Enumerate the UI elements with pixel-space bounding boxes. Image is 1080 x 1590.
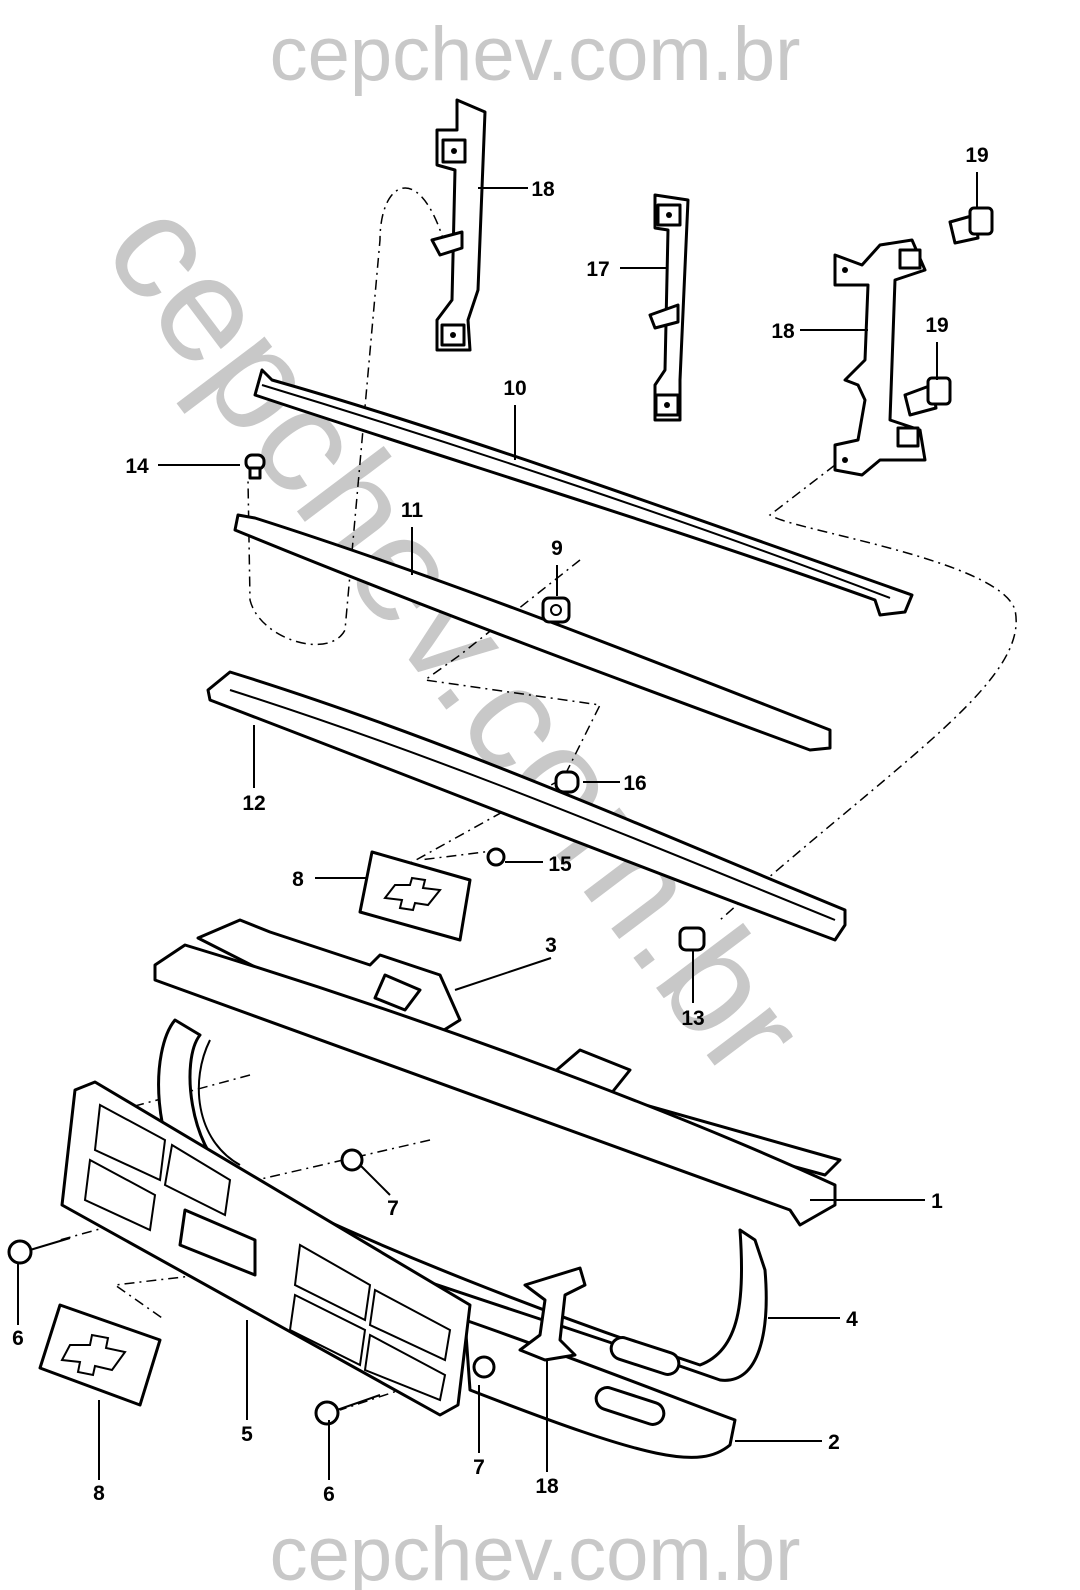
part-number-label: 12 [242,792,265,815]
part-number-label: 8 [292,868,304,891]
clip-7-upper [340,1148,364,1172]
support-11 [233,513,832,752]
part-number-label: 19 [925,314,948,337]
part-number-label: 18 [535,1475,559,1498]
bumper-slot [594,1386,666,1426]
part-number-label: 13 [681,1007,704,1030]
bolt-19-upper [948,206,994,245]
part-number-label: 2 [828,1431,840,1454]
part-number-label: 17 [586,258,609,281]
part-number-label: 14 [125,455,149,478]
part-number-label: 11 [401,499,424,522]
part-number-label: 4 [846,1308,858,1331]
part-number-label: 15 [548,853,572,876]
leader-line [454,957,552,991]
part-number-label: 5 [241,1423,253,1446]
part-number-label: 7 [387,1197,399,1220]
part-number-label: 8 [93,1482,105,1505]
part-number-label: 9 [551,537,563,560]
screw-6-lower [314,1394,381,1426]
nut-15 [486,847,506,867]
part-number-label: 1 [931,1190,943,1213]
grille-5 [60,1080,472,1417]
part-number-label: 3 [545,934,557,957]
bracket-18-upper [430,98,487,352]
bracket-17 [648,193,690,422]
part-number-label: 19 [965,144,988,167]
panel-1 [153,943,837,1227]
part-number-label: 10 [503,377,526,400]
watermark-bottom: cepchev.com.br [270,1512,801,1590]
screw-6-left [7,1237,71,1265]
nut-9 [541,596,571,624]
part-number-label: 18 [531,178,555,201]
part-number-label: 16 [623,772,646,795]
molding-12 [206,670,847,942]
bracket-18-right [833,238,927,477]
part-number-label: 6 [12,1327,24,1350]
part-number-label: 7 [473,1456,485,1479]
emblem-8-upper [358,850,472,942]
bushing-16 [554,770,580,794]
nut-13 [678,926,706,952]
frame-slot [609,1336,681,1376]
bolt-19-lower [903,376,952,417]
clip-14 [244,453,266,480]
leader-line [359,1164,391,1196]
clip-7-lower [472,1355,496,1379]
support-10 [253,368,914,617]
emblem-8-lower [38,1303,162,1407]
part-number-label: 6 [323,1483,335,1506]
watermark-top: cepchev.com.br [270,12,801,97]
part-number-label: 18 [771,320,795,343]
bracket-18-lower [518,1266,587,1362]
